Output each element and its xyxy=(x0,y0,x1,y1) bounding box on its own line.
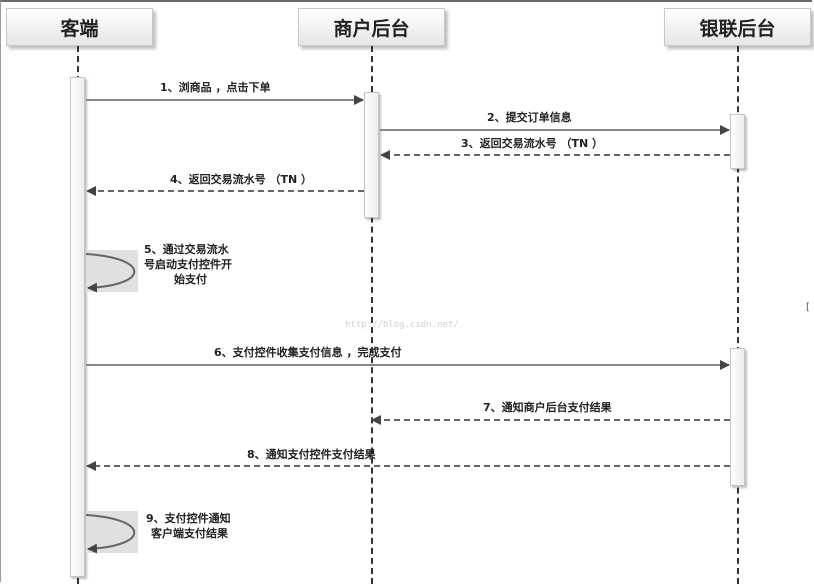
activation-client xyxy=(70,77,85,577)
message-label-8: 8、通知支付控件支付结果 xyxy=(247,448,376,461)
self-message-9 xyxy=(85,511,138,554)
self-note-5-line-2: 号启动支付控件开 xyxy=(144,258,232,271)
activation-unionpay-2 xyxy=(730,348,745,486)
message-label-3: 3、返回交易流水号 （TN ） xyxy=(461,137,604,150)
self-note-5: 5、通过交易流水 号启动支付控件开 始支付 xyxy=(144,242,232,287)
message-label-6: 6、支付控件收集支付信息 ，完成支付 xyxy=(214,346,402,359)
message-label-1: 1、浏商品 ，点击下单 xyxy=(160,81,271,94)
participant-client-label: 客端 xyxy=(60,17,99,40)
self-note-5-line-1: 5、通过交易流水 xyxy=(144,243,229,256)
watermark: http://blog.csdn.net/ xyxy=(345,320,459,330)
self-note-9-line-2: 客户端支付结果 xyxy=(151,527,228,540)
self-message-5 xyxy=(85,250,138,293)
activation-unionpay-1 xyxy=(730,114,745,169)
edge-mark: [ xyxy=(806,302,810,313)
lifeline-unionpay-backend xyxy=(737,46,739,584)
lifeline-merchant-backend xyxy=(371,46,373,584)
participant-client: 客端 xyxy=(6,8,153,46)
participant-merchant-backend: 商户后台 xyxy=(298,8,445,46)
self-note-9-line-1: 9、支付控件通知 xyxy=(146,512,231,525)
activation-merchant-backend xyxy=(364,92,379,218)
message-label-4: 4、返回交易流水号 （TN ） xyxy=(170,173,313,186)
message-label-2: 2、提交订单信息 xyxy=(487,111,572,124)
participant-merchant-backend-label: 商户后台 xyxy=(333,17,410,40)
self-note-5-line-3: 始支付 xyxy=(174,273,207,286)
self-note-9: 9、支付控件通知 客户端支付结果 xyxy=(146,511,231,541)
participant-unionpay-backend-label: 银联后台 xyxy=(699,17,776,40)
message-label-7: 7、通知商户后台支付结果 xyxy=(483,401,612,414)
participant-unionpay-backend: 银联后台 xyxy=(664,8,811,46)
